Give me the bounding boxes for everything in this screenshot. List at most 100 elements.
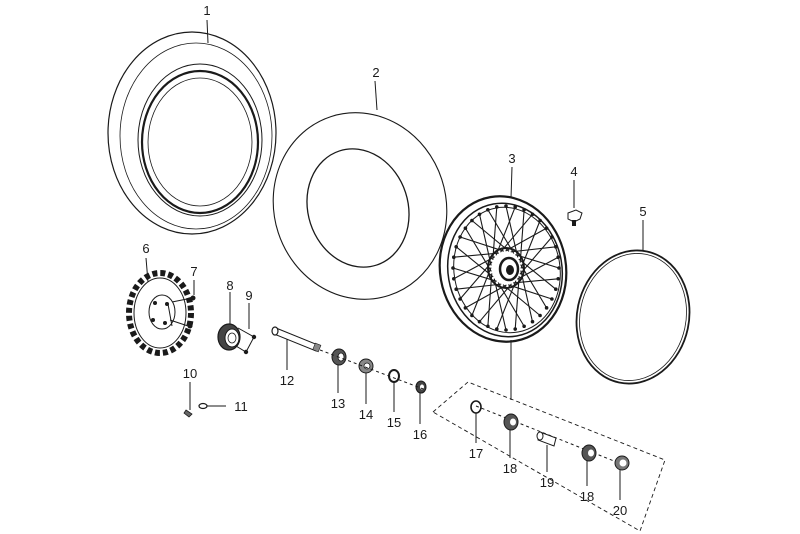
callout-15: 15 — [387, 415, 401, 430]
callout-7: 7 — [190, 264, 197, 279]
callout-17: 17 — [469, 446, 483, 461]
wheel-spoke — [487, 209, 515, 254]
callout-3: 3 — [508, 151, 515, 166]
callout-8: 8 — [226, 278, 233, 293]
callout-9: 9 — [245, 288, 252, 303]
part-6-brake-disc — [126, 270, 194, 356]
wheel-spoke — [505, 205, 519, 258]
wheel-spoke — [452, 267, 497, 282]
spoke-nipple — [513, 327, 518, 331]
wheel-spoke — [520, 264, 548, 309]
wheel-spoke — [453, 256, 496, 280]
spoke-nipple — [554, 287, 558, 292]
callout-20: 20 — [613, 503, 627, 518]
spoke-nipple — [477, 212, 482, 217]
part-8-speedo-drive — [217, 323, 241, 351]
wheel-spoke — [465, 284, 507, 309]
spoke-nipple — [504, 328, 508, 332]
wheel-spoke — [493, 278, 507, 331]
wheel-spoke — [513, 278, 559, 284]
wheel-spoke — [508, 284, 553, 300]
spoke-nipple — [452, 276, 456, 281]
part-9-bracket — [235, 327, 257, 355]
callout-16: 16 — [413, 427, 427, 442]
spoke-nipple — [494, 205, 499, 209]
wheel-spoke — [518, 258, 557, 290]
spoke-nipple — [544, 306, 549, 310]
spoke-nipple — [451, 266, 455, 270]
wheel-spoke — [497, 282, 525, 327]
spoke-nipple — [522, 207, 526, 212]
wheel-spoke — [456, 283, 502, 290]
wheel-spoke — [459, 261, 493, 300]
callout-5: 5 — [639, 204, 646, 219]
part-2-tube-flap — [272, 112, 448, 300]
part-15-washer — [388, 369, 400, 383]
spoke-nipple — [452, 255, 456, 260]
wheel-spoke — [459, 236, 504, 252]
spoke-nipple — [522, 324, 526, 329]
wheel-spoke — [520, 220, 541, 269]
callout-19: 19 — [540, 475, 554, 490]
wheel-spoke — [516, 256, 559, 280]
spoke-nipple — [556, 255, 560, 260]
leader-lines — [145, 19, 644, 500]
spoke-nipple — [554, 244, 558, 249]
spoke-nipple — [557, 266, 561, 270]
spoke-nipple — [550, 297, 554, 301]
part-20-seal — [614, 455, 630, 471]
part-3-spoked-wheel — [438, 195, 568, 343]
part-1-tire — [107, 31, 277, 235]
wheel-spoke — [492, 206, 498, 260]
spoke-nipple — [530, 319, 535, 324]
wheel-spoke — [471, 267, 492, 316]
wheel-spoke — [487, 273, 493, 327]
spoke-nipple — [463, 226, 468, 230]
callout-18a: 18 — [503, 461, 517, 476]
part-5-rim-band — [575, 249, 691, 385]
wheel-spoke — [520, 270, 534, 322]
wheel-spoke — [514, 276, 520, 330]
wheel-spoke — [471, 220, 510, 252]
callout-6: 6 — [142, 241, 149, 256]
wheel-spoke — [453, 252, 499, 258]
spoke-nipple — [494, 327, 499, 331]
spoke-nipple — [556, 276, 560, 281]
spoke-nipple — [538, 313, 542, 318]
part-12-axle — [271, 326, 322, 353]
spoke-nipple — [454, 244, 458, 249]
spoke-nipple — [470, 218, 474, 223]
wheel-spoke — [519, 209, 525, 263]
part-4-valve — [567, 209, 583, 226]
callout-18b: 18 — [580, 489, 594, 504]
spoke-nipple — [454, 287, 458, 292]
wheel-spoke — [500, 213, 533, 253]
callout-13: 13 — [331, 396, 345, 411]
part-10-screw — [183, 409, 193, 418]
wheel-spoke — [505, 227, 547, 252]
spoke-nipple — [486, 324, 490, 329]
callout-11: 11 — [234, 399, 248, 414]
subassembly-box — [432, 381, 666, 532]
part-17-seal — [470, 400, 482, 414]
spoke-nipple — [538, 218, 542, 223]
spoke-nipple — [530, 212, 535, 217]
spoke-nipple — [504, 204, 508, 208]
part-11-clip — [198, 402, 208, 410]
axle-centerline — [319, 349, 427, 391]
spoke-nipple — [477, 319, 482, 324]
part-19-hub-spacer — [536, 431, 557, 447]
callout-4: 4 — [570, 164, 577, 179]
spoke-nipple — [550, 235, 554, 239]
callout-14: 14 — [359, 407, 373, 422]
callout-10: 10 — [183, 366, 197, 381]
wheel-spoke — [515, 254, 560, 269]
spoke-nipple — [470, 313, 474, 318]
wheel-spoke — [479, 283, 512, 323]
wheel-spoke — [455, 246, 494, 278]
spoke-nipple — [463, 306, 468, 310]
part-18-bearing-b — [581, 444, 597, 462]
spoke-nipple — [458, 297, 462, 301]
